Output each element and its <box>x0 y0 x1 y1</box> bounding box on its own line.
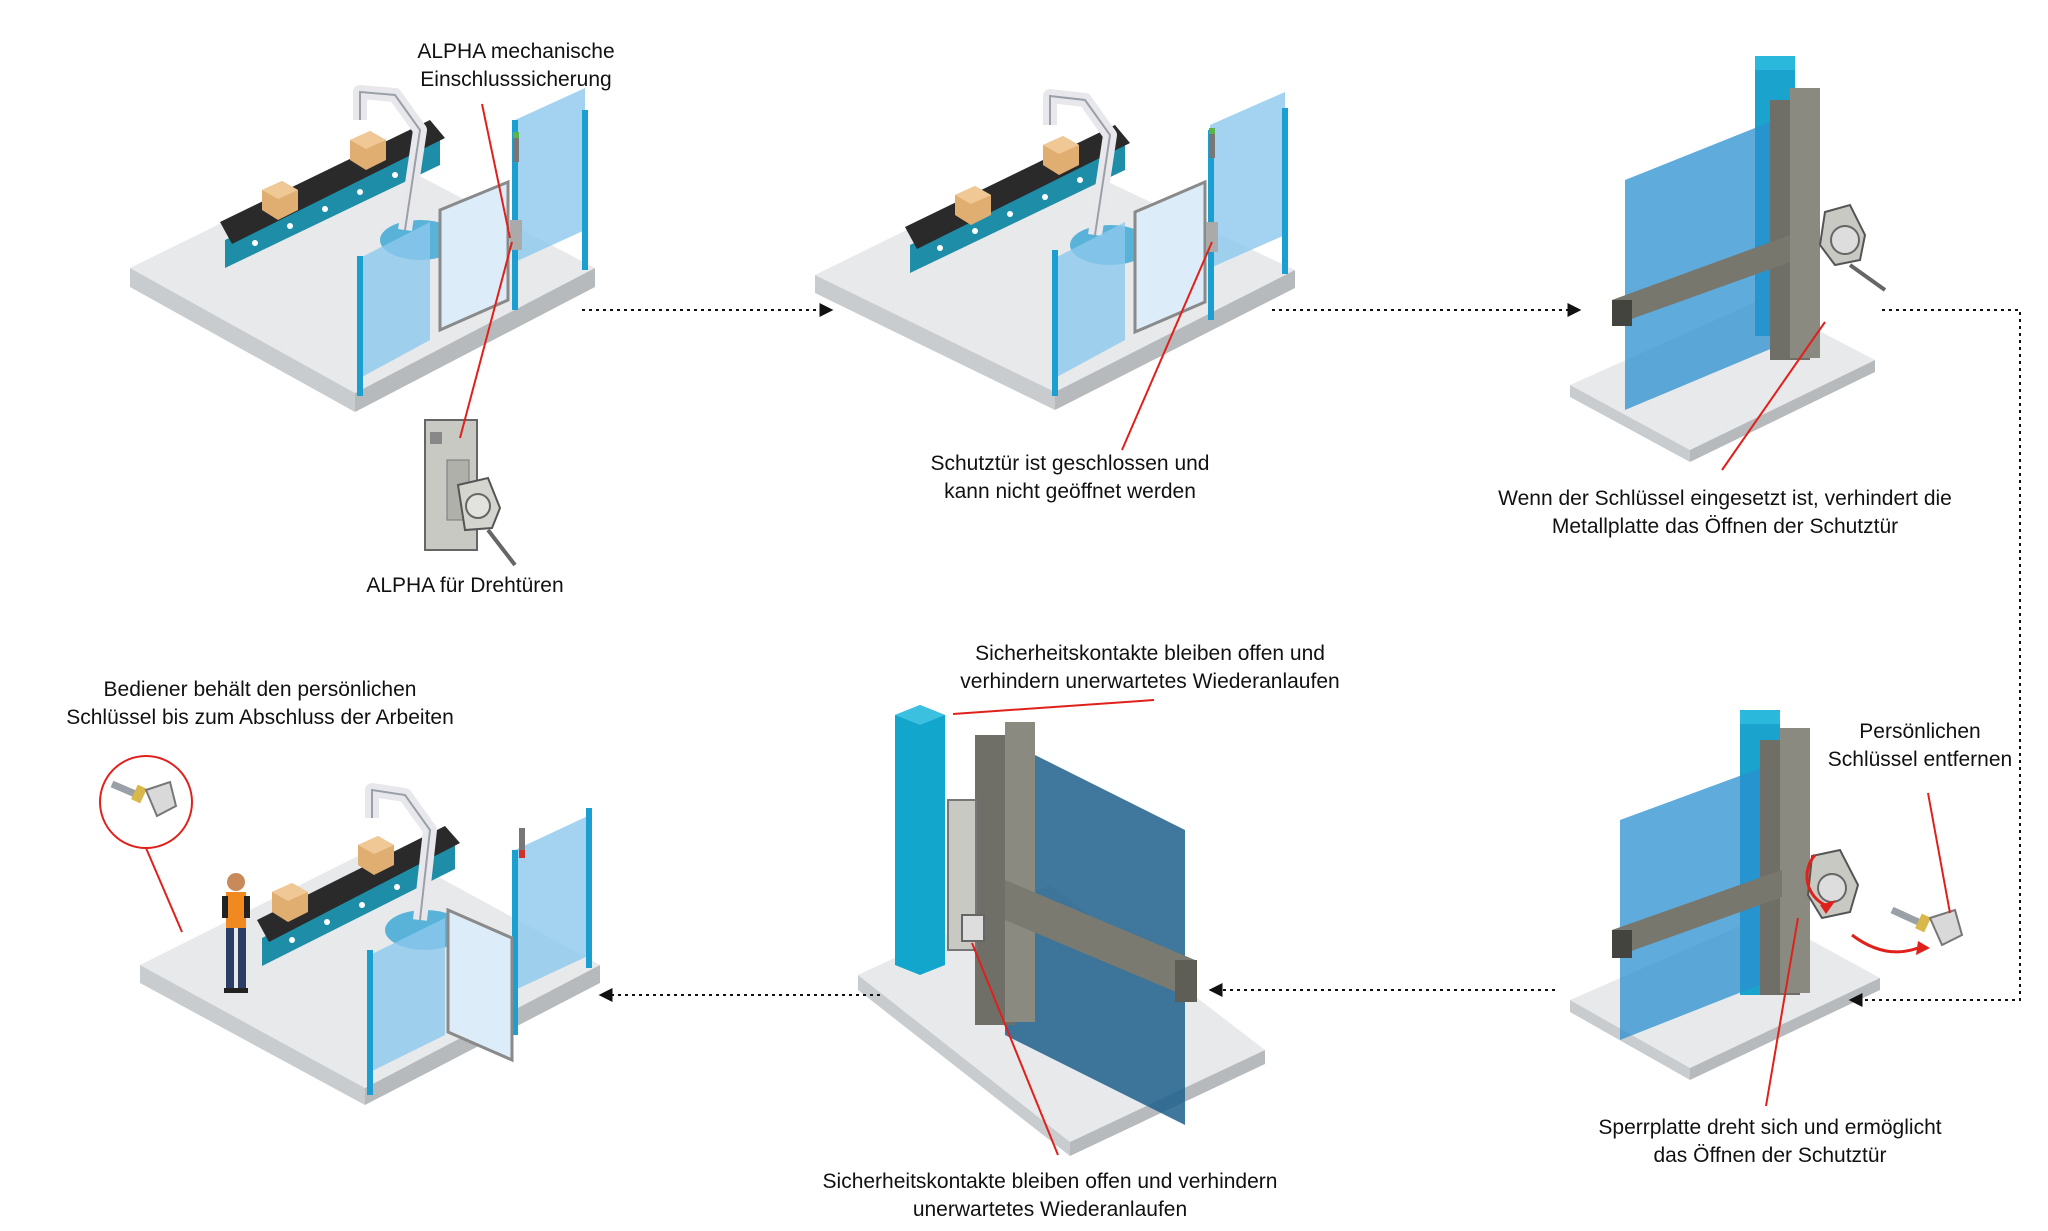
label-line: ALPHA für Drehtüren <box>366 574 564 597</box>
label-plate-rotates: Sperrplatte dreht sich und ermöglicht da… <box>1560 1114 1980 1170</box>
label-line: Sperrplatte dreht sich und ermöglicht <box>1598 1116 1942 1139</box>
label-line: Schlüssel bis zum Abschluss der Arbeiten <box>66 706 454 729</box>
label-operator-key: Bediener behält den persönlichen Schlüss… <box>40 676 480 732</box>
label-alpha-mechanical: ALPHA mechanische Einschlusssicherung <box>386 38 646 94</box>
lock-closeup-4 <box>1570 710 1964 1080</box>
conveyor-icon <box>257 826 460 966</box>
safety-fence <box>367 808 592 1095</box>
label-line: Schutztür ist geschlossen und <box>930 452 1210 475</box>
label-remove-key: Persönlichen Schlüssel entfernen <box>1800 718 2040 774</box>
box-icon <box>955 136 1079 225</box>
label-line: ALPHA mechanische <box>417 40 615 63</box>
label-line: Sicherheitskontakte bleiben offen und ve… <box>822 1170 1278 1193</box>
safety-lock-icon <box>1818 203 1887 292</box>
label-contacts-bottom: Sicherheitskontakte bleiben offen und ve… <box>790 1168 1310 1224</box>
lock-closeup-5 <box>858 705 1265 1156</box>
label-line: Schlüssel entfernen <box>1827 748 2013 771</box>
safety-lock-icon <box>1805 848 1860 920</box>
box-icon <box>272 836 394 922</box>
label-door-closed: Schutztür ist geschlossen und kann nicht… <box>910 450 1230 506</box>
label-line: Bediener behält den persönlichen <box>103 678 417 701</box>
key-callout-circle <box>99 755 193 849</box>
label-line: Sicherheitskontakte bleiben offen und <box>975 642 1325 665</box>
label-line: unerwartetes Wiederanlaufen <box>912 1198 1188 1221</box>
label-line: kann nicht geöffnet werden <box>944 480 1196 503</box>
machine-scene-1 <box>130 85 595 412</box>
label-line: Persönlichen <box>1859 720 1981 743</box>
box-icon <box>262 131 386 220</box>
key-icon <box>110 780 178 818</box>
machine-scene-2 <box>815 89 1295 410</box>
label-line: verhindern unerwartetes Wiederanlaufen <box>960 670 1340 693</box>
lock-closeup-3 <box>1570 56 1887 462</box>
label-alpha-door: ALPHA für Drehtüren <box>340 572 590 600</box>
machine-scene-6 <box>140 783 600 1105</box>
label-line: das Öffnen der Schutztür <box>1653 1144 1887 1167</box>
key-icon <box>1890 906 1964 947</box>
safety-fence <box>357 88 588 396</box>
label-line: Metallplatte das Öffnen der Schutztür <box>1551 515 1899 538</box>
label-line: Einschlusssicherung <box>420 68 612 91</box>
label-contacts-top: Sicherheitskontakte bleiben offen und ve… <box>930 640 1370 696</box>
label-key-inserted: Wenn der Schlüssel eingesetzt ist, verhi… <box>1460 485 1990 541</box>
label-line: Wenn der Schlüssel eingesetzt ist, verhi… <box>1498 487 1952 510</box>
safety-fence <box>1052 92 1288 396</box>
safety-lock-icon <box>424 419 517 567</box>
operator-icon <box>222 873 250 993</box>
callout-lines <box>145 103 1951 1156</box>
flow-arrows <box>582 303 2021 1007</box>
